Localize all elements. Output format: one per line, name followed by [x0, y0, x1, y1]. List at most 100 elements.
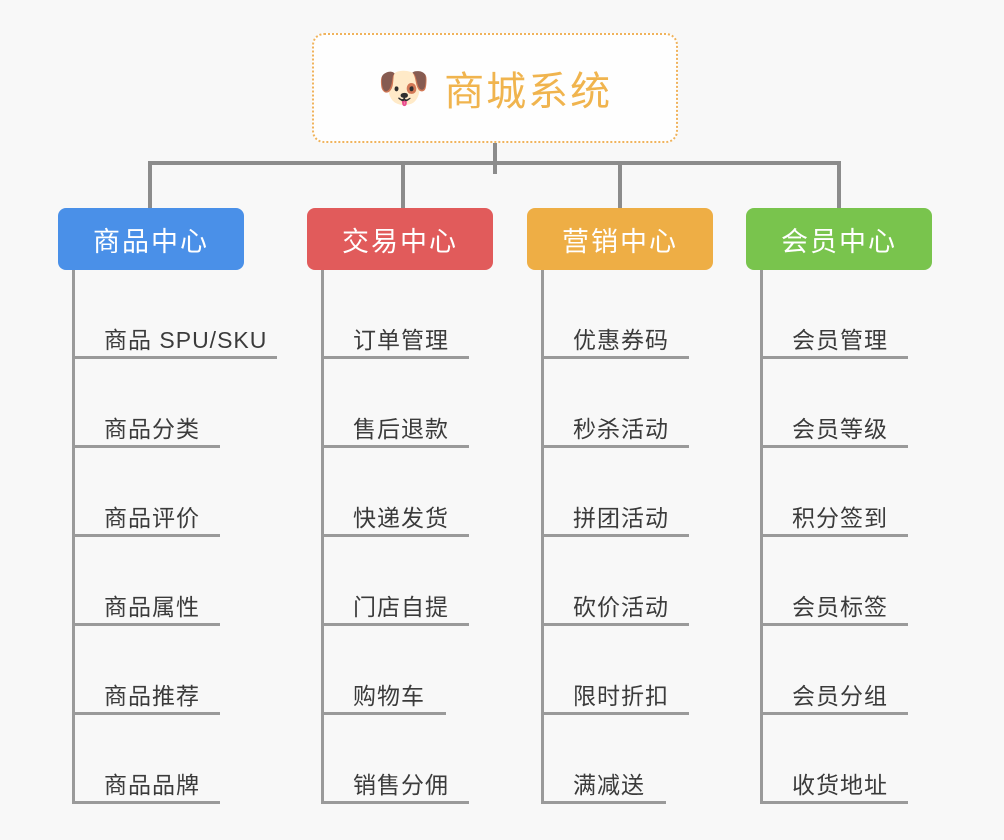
leaf-item-label: 秒杀活动: [573, 415, 669, 442]
leaf-item-label: 销售分佣: [353, 771, 449, 798]
leaf-item[interactable]: 快递发货: [307, 448, 493, 537]
leaf-item[interactable]: 拼团活动: [527, 448, 713, 537]
leaf-item-underline: [760, 356, 908, 359]
leaf-item-underline: [760, 712, 908, 715]
connector-drop-member-center: [837, 161, 841, 208]
leaf-item-label: 会员分组: [792, 682, 888, 709]
leaf-item-underline: [760, 801, 908, 804]
leaf-item[interactable]: 会员分组: [746, 626, 932, 715]
leaf-item-underline: [760, 534, 908, 537]
connector-drop-trade-center: [401, 161, 405, 208]
branch-marketing-center: 营销中心优惠券码秒杀活动拼团活动砍价活动限时折扣满减送: [527, 208, 713, 804]
connector-drop-marketing-center: [618, 161, 622, 208]
leaf-item-label: 收货地址: [792, 771, 888, 798]
leaf-item-underline: [321, 801, 469, 804]
leaf-item-label: 拼团活动: [573, 504, 669, 531]
leaf-item-underline: [321, 445, 469, 448]
branch-header-label: 营销中心: [562, 226, 678, 257]
branch-trade-center: 交易中心订单管理售后退款快递发货门店自提购物车销售分佣: [307, 208, 493, 804]
leaf-item-underline: [72, 356, 277, 359]
leaf-item-underline: [72, 445, 220, 448]
branch-spine-member-center: [760, 270, 763, 804]
leaf-item-label: 商品属性: [104, 593, 200, 620]
leaf-item[interactable]: 积分签到: [746, 448, 932, 537]
leaf-item-label: 购物车: [353, 682, 425, 709]
leaf-item-underline: [760, 445, 908, 448]
leaf-item[interactable]: 商品分类: [58, 359, 244, 448]
leaf-item[interactable]: 限时折扣: [527, 626, 713, 715]
leaf-item-label: 会员管理: [792, 326, 888, 353]
leaf-item-label: 售后退款: [353, 415, 449, 442]
leaf-item[interactable]: 砍价活动: [527, 537, 713, 626]
leaf-item[interactable]: 会员标签: [746, 537, 932, 626]
branch-header-label: 交易中心: [342, 226, 458, 257]
leaf-item-label: 商品推荐: [104, 682, 200, 709]
branch-header-member-center[interactable]: 会员中心: [746, 208, 932, 270]
leaf-item[interactable]: 秒杀活动: [527, 359, 713, 448]
branch-spine-product-center: [72, 270, 75, 804]
leaf-item[interactable]: 收货地址: [746, 715, 932, 804]
leaf-item-underline: [72, 623, 220, 626]
leaf-item-label: 商品分类: [104, 415, 200, 442]
leaf-item-underline: [541, 534, 689, 537]
leaf-item-label: 商品 SPU/SKU: [104, 326, 268, 353]
leaf-item-label: 限时折扣: [573, 682, 669, 709]
branch-product-center: 商品中心商品 SPU/SKU 商品分类商品评价商品属性商品推荐商品品牌: [58, 208, 277, 804]
leaf-item-underline: [321, 712, 446, 715]
dog-face-icon: 🐶: [377, 64, 431, 111]
leaf-item-label: 会员标签: [792, 593, 888, 620]
leaf-item-underline: [321, 623, 469, 626]
leaf-item-underline: [72, 534, 220, 537]
leaf-item-label: 商品品牌: [104, 771, 200, 798]
leaf-item-label: 优惠券码: [573, 326, 669, 353]
leaf-item-underline: [541, 445, 689, 448]
leaf-item[interactable]: 购物车: [307, 626, 493, 715]
connector-horizontal-bus: [149, 161, 841, 165]
leaf-item-label: 积分签到: [792, 504, 888, 531]
branch-header-marketing-center[interactable]: 营销中心: [527, 208, 713, 270]
leaf-item[interactable]: 商品 SPU/SKU: [58, 270, 277, 359]
leaf-item-underline: [760, 623, 908, 626]
leaf-item-underline: [321, 534, 469, 537]
connector-root-stem: [493, 143, 497, 174]
leaf-item[interactable]: 商品评价: [58, 448, 244, 537]
leaf-item-label: 商品评价: [104, 504, 200, 531]
leaf-item-label: 满减送: [573, 771, 645, 798]
leaf-item[interactable]: 销售分佣: [307, 715, 493, 804]
leaf-item[interactable]: 满减送: [527, 715, 713, 804]
leaf-item[interactable]: 售后退款: [307, 359, 493, 448]
leaf-item-label: 砍价活动: [573, 593, 669, 620]
leaf-item[interactable]: 订单管理: [307, 270, 493, 359]
leaf-item[interactable]: 会员管理: [746, 270, 932, 359]
root-node[interactable]: 🐶 商城系统: [312, 33, 678, 143]
leaf-item-underline: [541, 712, 689, 715]
branch-member-center: 会员中心会员管理会员等级积分签到会员标签会员分组收货地址: [746, 208, 932, 804]
leaf-item[interactable]: 门店自提: [307, 537, 493, 626]
branch-items-trade-center: 订单管理售后退款快递发货门店自提购物车销售分佣: [307, 270, 493, 804]
connector-drop-product-center: [148, 161, 152, 208]
branch-header-label: 商品中心: [93, 226, 209, 257]
branch-items-marketing-center: 优惠券码秒杀活动拼团活动砍价活动限时折扣满减送: [527, 270, 713, 804]
branch-spine-trade-center: [321, 270, 324, 804]
leaf-item[interactable]: 商品品牌: [58, 715, 244, 804]
root-title: 商城系统: [444, 70, 613, 114]
branch-header-label: 会员中心: [781, 226, 897, 257]
leaf-item-label: 门店自提: [353, 593, 449, 620]
leaf-item[interactable]: 商品推荐: [58, 626, 244, 715]
leaf-item-underline: [541, 801, 666, 804]
branch-spine-marketing-center: [541, 270, 544, 804]
leaf-item[interactable]: 优惠券码: [527, 270, 713, 359]
branch-items-product-center: 商品 SPU/SKU 商品分类商品评价商品属性商品推荐商品品牌: [58, 270, 277, 804]
leaf-item-label: 快递发货: [353, 504, 449, 531]
leaf-item-label: 会员等级: [792, 415, 888, 442]
leaf-item[interactable]: 会员等级: [746, 359, 932, 448]
leaf-item-underline: [72, 801, 220, 804]
leaf-item[interactable]: 商品属性: [58, 537, 244, 626]
branch-header-product-center[interactable]: 商品中心: [58, 208, 244, 270]
leaf-item-underline: [321, 356, 469, 359]
branch-header-trade-center[interactable]: 交易中心: [307, 208, 493, 270]
leaf-item-label: 订单管理: [353, 326, 449, 353]
branch-items-member-center: 会员管理会员等级积分签到会员标签会员分组收货地址: [746, 270, 932, 804]
leaf-item-underline: [72, 712, 220, 715]
